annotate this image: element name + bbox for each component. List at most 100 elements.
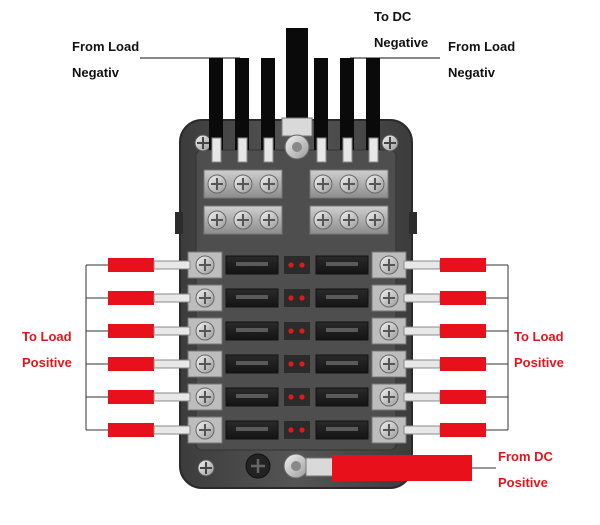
negative-bus-screws-right-bottom bbox=[309, 205, 389, 235]
label-line-2: Negative bbox=[374, 35, 429, 50]
led-panel bbox=[284, 388, 310, 406]
screw-slot bbox=[383, 358, 395, 370]
positive-connector-left bbox=[153, 293, 191, 303]
fuse-row bbox=[108, 350, 486, 378]
fuse-led bbox=[299, 328, 305, 334]
positive-connector-right bbox=[403, 392, 441, 402]
fuse-right-blade bbox=[326, 427, 358, 431]
screw-slot bbox=[383, 259, 395, 271]
positive-connector-right bbox=[403, 326, 441, 336]
fuse-led bbox=[299, 262, 305, 268]
screw-slot bbox=[199, 292, 211, 304]
dc-negative-terminal bbox=[281, 117, 313, 160]
positive-wire-left bbox=[108, 258, 154, 272]
positive-wire-right bbox=[440, 258, 486, 272]
fuse-row bbox=[108, 383, 486, 411]
fuse-led bbox=[288, 295, 294, 301]
wire-brackets bbox=[85, 264, 509, 469]
led-panel bbox=[284, 289, 310, 307]
label-to-dc-negative: To DC Negative bbox=[374, 4, 428, 56]
screw-slot bbox=[199, 259, 211, 271]
positive-wire-left bbox=[108, 390, 154, 404]
screw-slot bbox=[199, 358, 211, 370]
led-panel bbox=[284, 421, 310, 439]
fuse-row bbox=[108, 284, 486, 312]
corner-screw-top-left bbox=[194, 134, 212, 152]
fuse-row bbox=[108, 416, 486, 444]
label-line-2: Positive bbox=[498, 475, 548, 490]
corner-screw-bottom-left bbox=[197, 459, 215, 477]
fuse-led bbox=[288, 394, 294, 400]
positive-connector-right bbox=[403, 293, 441, 303]
screw-slot bbox=[383, 325, 395, 337]
positive-wire-right bbox=[440, 291, 486, 305]
fuse-left-blade bbox=[236, 262, 268, 266]
dc-positive-terminal bbox=[283, 453, 335, 479]
dc-positive-cable bbox=[332, 455, 472, 481]
fuse-left-blade bbox=[236, 427, 268, 431]
fuse-right-blade bbox=[326, 394, 358, 398]
side-clip-right bbox=[409, 212, 417, 234]
positive-connector-left bbox=[153, 359, 191, 369]
fuse-row bbox=[108, 251, 486, 279]
fuse-left-blade bbox=[236, 328, 268, 332]
positive-connector-left bbox=[153, 260, 191, 270]
positive-connector-right bbox=[403, 359, 441, 369]
label-line-1: To DC bbox=[374, 9, 412, 24]
positive-wire-right bbox=[440, 390, 486, 404]
positive-connector-right bbox=[403, 425, 441, 435]
positive-wire-left bbox=[108, 357, 154, 371]
fuse-led bbox=[299, 394, 305, 400]
label-line-1: From Load bbox=[72, 39, 140, 54]
fuse-left-blade bbox=[236, 394, 268, 398]
fuse-right-blade bbox=[326, 262, 358, 266]
negative-bus-screws-left-top bbox=[203, 169, 283, 199]
screw-slot bbox=[199, 391, 211, 403]
positive-connector-left bbox=[153, 392, 191, 402]
led-panel bbox=[284, 355, 310, 373]
led-panel bbox=[284, 256, 310, 274]
fuse-right-blade bbox=[326, 295, 358, 299]
positive-connector-left bbox=[153, 326, 191, 336]
negative-bus-screws-right-top bbox=[309, 169, 389, 199]
positive-wire-right bbox=[440, 423, 486, 437]
label-line-2: Positive bbox=[22, 355, 72, 370]
label-line-2: Negativ bbox=[448, 65, 495, 80]
fuse-slot-rows bbox=[108, 251, 486, 444]
label-line-1: From DC bbox=[498, 449, 553, 464]
screw-slot bbox=[383, 292, 395, 304]
fuse-led bbox=[288, 361, 294, 367]
label-line-1: To Load bbox=[514, 329, 564, 344]
bottom-ground-screw bbox=[245, 453, 271, 479]
positive-connector-left bbox=[153, 425, 191, 435]
label-from-load-negative-left: From Load Negativ bbox=[72, 34, 139, 86]
fuse-right-blade bbox=[326, 361, 358, 365]
side-clip-left bbox=[175, 212, 183, 234]
fuse-led bbox=[299, 295, 305, 301]
label-line-1: To Load bbox=[22, 329, 72, 344]
positive-wire-right bbox=[440, 324, 486, 338]
fuse-left-blade bbox=[236, 295, 268, 299]
fuse-led bbox=[288, 427, 294, 433]
fuse-led bbox=[299, 427, 305, 433]
label-to-load-positive-left: To Load Positive bbox=[22, 324, 72, 376]
screw-slot bbox=[383, 391, 395, 403]
screw-slot bbox=[383, 424, 395, 436]
corner-screw-top-right bbox=[381, 134, 399, 152]
positive-wire-left bbox=[108, 324, 154, 338]
label-line-2: Positive bbox=[514, 355, 564, 370]
fuse-led bbox=[288, 262, 294, 268]
positive-wire-left bbox=[108, 291, 154, 305]
fuse-right-blade bbox=[326, 328, 358, 332]
dc-negative-cable bbox=[286, 28, 308, 138]
label-from-load-negative-right: From Load Negativ bbox=[448, 34, 515, 86]
label-from-dc-positive: From DC Positive bbox=[498, 444, 553, 496]
label-line-1: From Load bbox=[448, 39, 516, 54]
positive-wire-left bbox=[108, 423, 154, 437]
positive-wire-right bbox=[440, 357, 486, 371]
screw-slot bbox=[199, 424, 211, 436]
fuse-row bbox=[108, 317, 486, 345]
negative-bus-screws-left-bottom bbox=[203, 205, 283, 235]
label-line-2: Negativ bbox=[72, 65, 119, 80]
